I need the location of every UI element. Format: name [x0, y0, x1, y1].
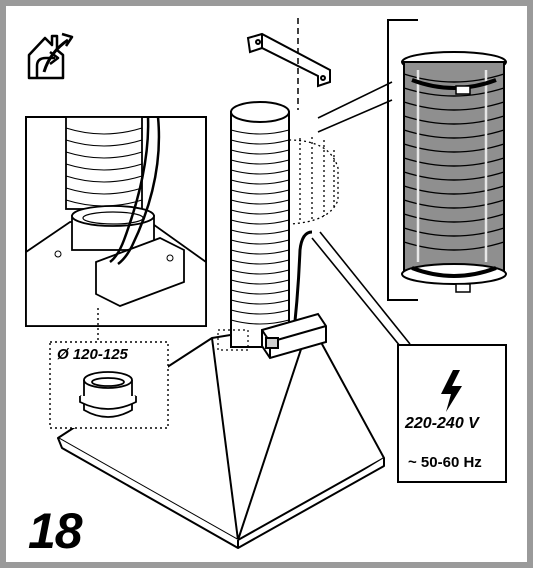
wall-bracket	[246, 32, 331, 88]
lightning-bolt-icon	[441, 370, 462, 412]
duct-diameter-label: Ø 120-125	[57, 346, 128, 363]
frequency-label: ~ 50-60 Hz	[408, 454, 482, 471]
voltage-label: 220-240 V	[405, 415, 479, 432]
spigot-outline	[217, 329, 249, 351]
ducted-exhaust-house-icon	[27, 32, 74, 80]
step-number: 18	[28, 503, 83, 559]
flexible-hose-detail	[401, 51, 507, 293]
connection-box	[261, 312, 327, 360]
motor-outlet-detail	[25, 116, 207, 327]
hose-detail-bracket	[387, 19, 418, 301]
duct-connector-spigot	[79, 371, 137, 418]
power-spec-box	[397, 344, 507, 483]
hose-detail-pointer	[317, 81, 393, 133]
chimney-duct	[230, 101, 339, 348]
power-detail-pointer	[311, 231, 411, 347]
